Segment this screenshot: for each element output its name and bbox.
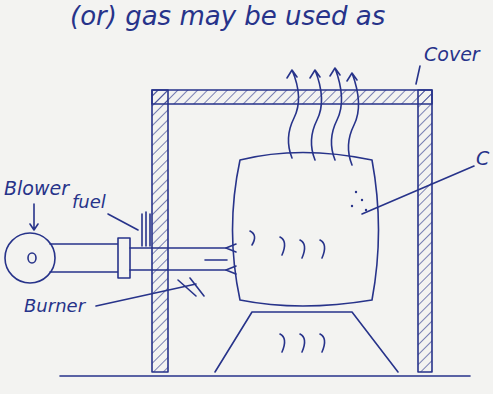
heat-arrow xyxy=(310,70,322,160)
cover-left-wall xyxy=(152,90,168,372)
part-label: C xyxy=(476,148,489,169)
heat-arrow xyxy=(287,70,299,158)
part-label: fuel xyxy=(72,192,106,212)
cover-right-wall xyxy=(418,90,432,372)
leader-line xyxy=(416,66,420,84)
part-label: Cover xyxy=(424,44,480,65)
fuel-inlet xyxy=(142,212,150,246)
crucible xyxy=(233,153,379,307)
leader-line xyxy=(108,214,138,230)
note-text: (or) gas may be used as xyxy=(70,2,385,31)
burner-pipe xyxy=(130,248,226,270)
blower-hub xyxy=(28,253,36,263)
flame-swirls xyxy=(250,231,325,258)
air-duct xyxy=(50,244,118,272)
heat-arrow xyxy=(347,73,359,165)
part-label: Burner xyxy=(24,296,85,316)
pedestal xyxy=(215,312,398,372)
flange xyxy=(118,238,130,278)
flame-swirls xyxy=(280,334,325,352)
cover-top xyxy=(152,90,432,104)
blower-symbol xyxy=(5,233,55,283)
burner-flame xyxy=(205,244,236,274)
leader-line xyxy=(362,166,474,214)
ground-line xyxy=(60,375,470,377)
heat-arrow xyxy=(330,68,342,160)
leader-line xyxy=(30,204,38,230)
leader-line xyxy=(96,284,196,306)
part-label: Blower xyxy=(4,178,69,199)
